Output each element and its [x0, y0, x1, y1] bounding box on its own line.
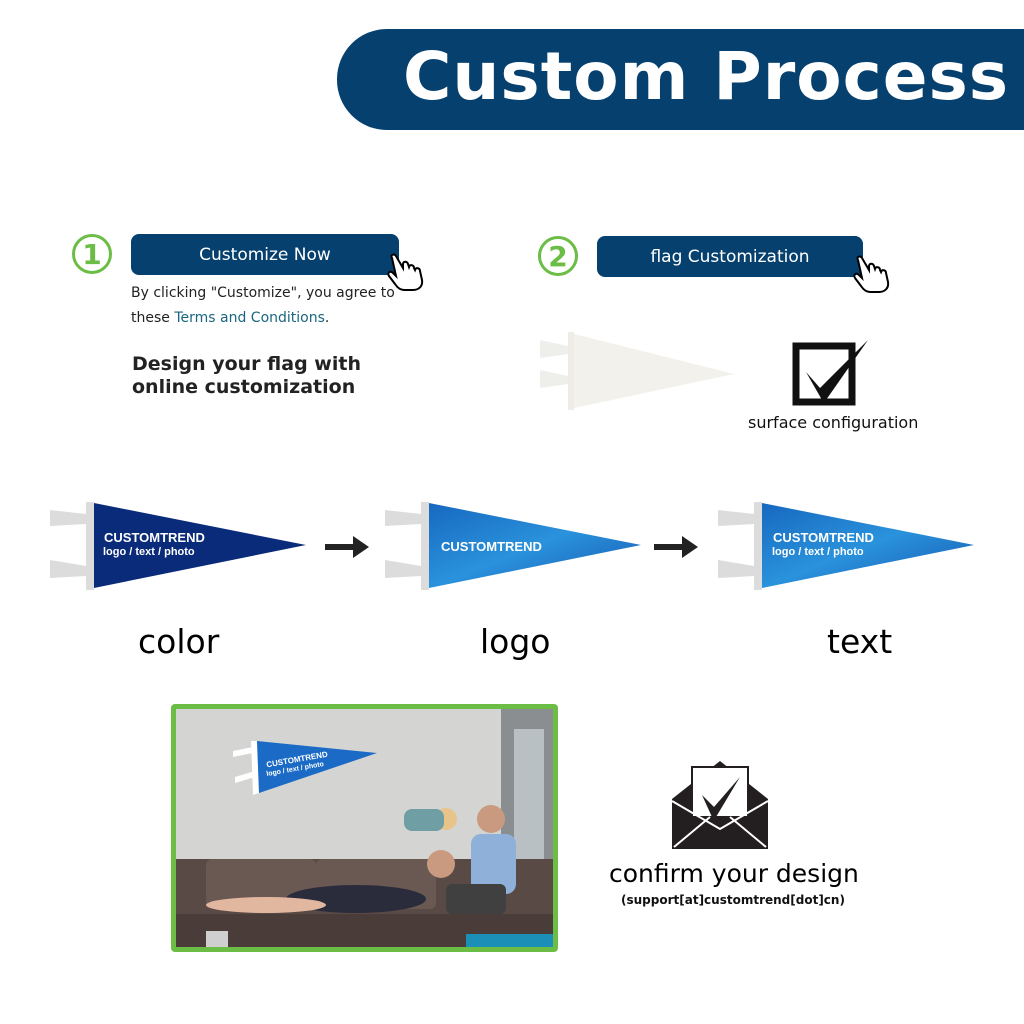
terms-note-suffix: .	[324, 310, 330, 326]
terms-link[interactable]: Terms and Conditions	[174, 310, 325, 326]
pennant-color-line-1: CUSTOMTREND	[104, 530, 205, 545]
lifestyle-photo: CUSTOMTREND logo / text / photo	[171, 704, 558, 952]
pennant-logo-line-1: CUSTOMTREND	[441, 539, 542, 554]
living-room-scene	[176, 709, 553, 947]
page-title: Custom Process	[403, 38, 1010, 115]
description-line-2: online customization	[132, 376, 356, 398]
support-contact: (support[at]customtrend[dot]cn)	[621, 893, 845, 907]
title-banner	[337, 29, 1024, 130]
arrow-right-icon	[654, 536, 698, 558]
description-line-1: Design your flag with	[132, 353, 361, 375]
pennant-text-line-2: logo / text / photo	[772, 546, 864, 558]
wall-pennant	[233, 741, 377, 795]
stage-label-color: color	[138, 622, 220, 661]
stage-label-text: text	[827, 622, 893, 661]
pennant-text	[718, 502, 974, 590]
pennant-text-line-1: CUSTOMTREND	[773, 530, 874, 545]
pennant-logo	[385, 502, 641, 590]
step-1-description: Design your flag with online customizati…	[132, 353, 361, 399]
pennant-color	[50, 502, 306, 590]
step-1-number: 1	[72, 234, 112, 274]
checkbox-icon	[792, 340, 868, 406]
surface-configuration-label: surface configuration	[748, 413, 919, 432]
stage-label-logo: logo	[480, 622, 551, 661]
pointer-hand-icon	[853, 255, 890, 293]
customize-now-button[interactable]: Customize Now	[131, 234, 399, 275]
arrow-right-icon	[325, 536, 369, 558]
confirm-design-title: confirm your design	[609, 859, 859, 888]
terms-note-text: By clicking "Customize", you agree to th…	[131, 285, 395, 326]
pennant-color-line-2: logo / text / photo	[103, 546, 195, 558]
pointer-hand-icon	[387, 253, 424, 291]
flag-customization-button[interactable]: flag Customization	[597, 236, 863, 277]
envelope-check-icon	[671, 761, 769, 849]
terms-note: By clicking "Customize", you agree to th…	[131, 281, 401, 331]
blank-pennant-image	[540, 332, 734, 410]
step-2-number: 2	[538, 236, 578, 276]
